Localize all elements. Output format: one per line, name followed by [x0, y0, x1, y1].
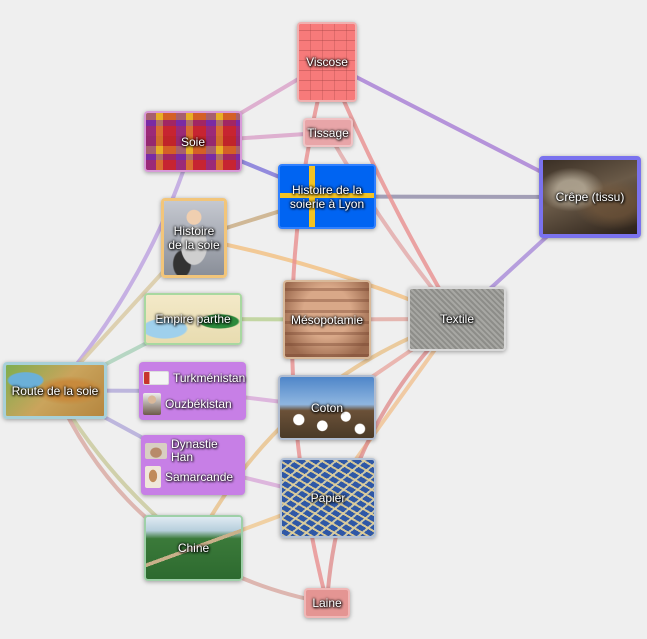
- node-label: Histoire de la soierie à Lyon: [289, 182, 365, 211]
- node-empire-parthe[interactable]: Empire parthe: [144, 293, 242, 345]
- node-label: Coton: [310, 400, 344, 415]
- node-label: Papier: [310, 491, 346, 505]
- group-item-label: Ouzbékistan: [165, 396, 232, 411]
- node-label: Empire parthe: [155, 312, 231, 326]
- node-textile[interactable]: Textile: [408, 287, 506, 351]
- turkmenistan-flag-icon: [143, 371, 169, 385]
- node-label: Mésopotamie: [290, 312, 364, 327]
- lyon-flag-image: [280, 166, 374, 227]
- group-item-ouzbekistan[interactable]: Ouzbékistan: [143, 391, 242, 417]
- crepe-image: [543, 160, 637, 234]
- node-histoire-soierie-lyon[interactable]: Histoire de la soierie à Lyon: [278, 164, 376, 229]
- node-tissage[interactable]: Tissage: [303, 118, 353, 147]
- parthe-map-image: [146, 295, 240, 343]
- coton-image: [280, 377, 374, 438]
- node-label: Crêpe (tissu): [555, 190, 625, 204]
- samarcande-thumbnail-icon: [145, 466, 161, 488]
- route-map-image: [6, 365, 104, 416]
- group-item-label: Turkménistan: [173, 370, 246, 385]
- node-label: Chine: [177, 541, 210, 555]
- node-chine[interactable]: Chine: [144, 515, 243, 581]
- node-route-de-la-soie[interactable]: Route de la soie: [3, 362, 107, 419]
- group-item-turkmenistan[interactable]: Turkménistan: [143, 365, 246, 391]
- group-item-label: Dynastie Han: [171, 437, 218, 464]
- node-papier[interactable]: Papier: [280, 458, 376, 538]
- papier-image: [282, 460, 374, 536]
- node-histoire-de-la-soie[interactable]: Histoire de la soie: [161, 198, 227, 278]
- group-item-samarcande[interactable]: Samarcande: [145, 464, 241, 490]
- histoire-soie-image: [164, 201, 224, 275]
- node-label: Histoire de la soie: [168, 224, 220, 252]
- node-viscose[interactable]: Viscose: [297, 22, 357, 102]
- group-item-dynastie-han[interactable]: Dynastie Han: [145, 438, 241, 464]
- node-crepe-tissu[interactable]: Crêpe (tissu): [539, 156, 641, 238]
- textile-image: [410, 289, 504, 349]
- chine-image: [146, 517, 241, 579]
- node-group-han-samarcande: Dynastie Han Samarcande: [141, 435, 245, 495]
- dynastie-han-thumbnail-icon: [145, 443, 167, 459]
- node-label: Route de la soie: [11, 383, 99, 398]
- group-item-label: Samarcande: [165, 469, 234, 484]
- node-label: Tissage: [307, 125, 349, 140]
- soie-image: [146, 113, 240, 170]
- node-label: Viscose: [306, 55, 348, 69]
- node-group-asie-centrale: Turkménistan Ouzbékistan: [139, 362, 246, 420]
- node-label: Soie: [180, 134, 206, 149]
- node-label: Textile: [439, 312, 474, 326]
- viscose-image: [299, 24, 355, 100]
- node-coton[interactable]: Coton: [278, 375, 376, 440]
- mesopotamie-image: [285, 282, 369, 357]
- ouzbekistan-thumbnail-icon: [143, 393, 161, 415]
- node-label: Laine: [312, 596, 342, 610]
- node-mesopotamie[interactable]: Mésopotamie: [283, 280, 371, 359]
- node-laine[interactable]: Laine: [304, 588, 350, 618]
- node-soie[interactable]: Soie: [144, 111, 242, 172]
